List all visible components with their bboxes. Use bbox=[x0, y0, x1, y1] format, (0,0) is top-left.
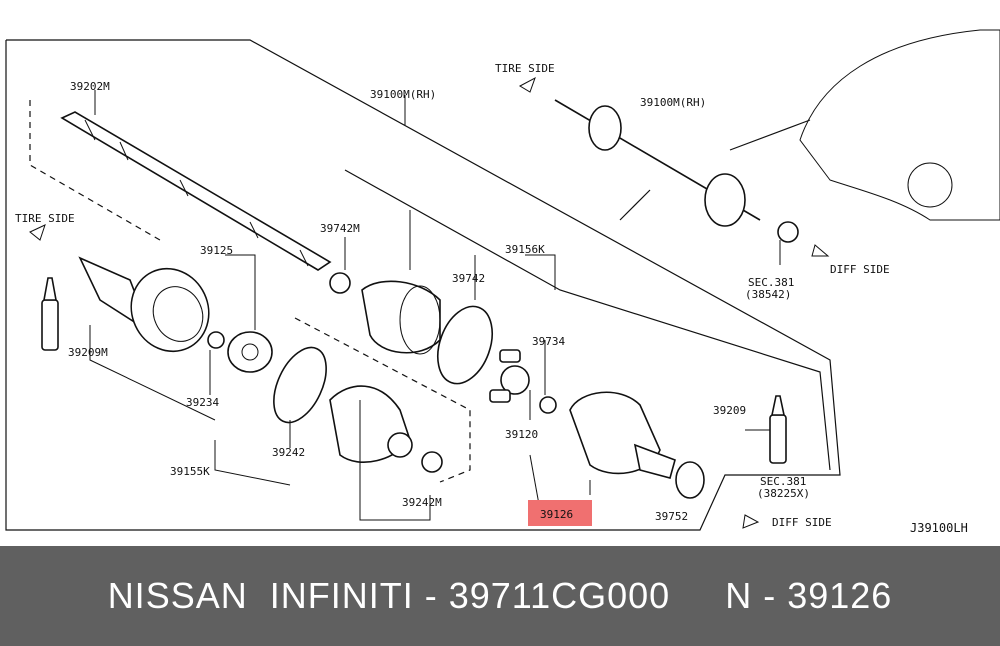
dashed-guide-left bbox=[29, 100, 161, 241]
footer-banner: NISSAN INFINITI - 39711CG000 N - 39126 bbox=[0, 546, 1000, 646]
tripod-39120 bbox=[489, 349, 530, 403]
label-39734: 39734 bbox=[532, 335, 565, 348]
seal-39752 bbox=[675, 461, 705, 499]
label-diff-side-top: DIFF SIDE bbox=[830, 263, 890, 276]
assembled-shaft-39100M bbox=[554, 99, 799, 243]
label-sec381-a: SEC.381 bbox=[748, 276, 794, 289]
label-39242: 39242 bbox=[272, 446, 305, 459]
grease-tube-39209 bbox=[769, 395, 787, 464]
label-39125: 39125 bbox=[200, 244, 233, 257]
label-39752: 39752 bbox=[655, 510, 688, 523]
label-39202M: 39202M bbox=[70, 80, 110, 93]
inner-boot-39742M bbox=[361, 280, 441, 355]
boot-39242M bbox=[329, 385, 413, 463]
band-39742M bbox=[329, 272, 351, 294]
label-39209M: 39209M bbox=[68, 346, 108, 359]
label-39742M: 39742M bbox=[320, 222, 360, 235]
label-sec381-a-ref: (38542) bbox=[745, 288, 791, 301]
grease-tube-39209M bbox=[41, 277, 59, 351]
label-diff-side-bottom: DIFF SIDE bbox=[772, 516, 832, 529]
label-39100M-main: 39100M(RH) bbox=[370, 88, 436, 101]
label-39209: 39209 bbox=[713, 404, 746, 417]
label-39742: 39742 bbox=[452, 272, 485, 285]
snap-ring-39234 bbox=[207, 331, 225, 349]
footer-part-number: NISSAN INFINITI - 39711CG000 N - 39126 bbox=[107, 575, 893, 616]
arrows bbox=[29, 76, 830, 529]
boot-band-39742 bbox=[437, 305, 493, 385]
outer-joint-39155K bbox=[78, 256, 210, 353]
label-39234: 39234 bbox=[186, 396, 219, 409]
exploded-parts-diagram: 39202M 39100M(RH) 39100M(RH) TIRE SIDE T… bbox=[5, 29, 1000, 535]
small-band-39242M bbox=[421, 451, 443, 473]
label-sec381-b-ref: (38225X) bbox=[757, 487, 810, 500]
ball-cage-39125 bbox=[227, 331, 273, 373]
label-tire-side-top: TIRE SIDE bbox=[495, 62, 555, 75]
snap-ring-39734 bbox=[539, 396, 557, 414]
boot-band-39242 bbox=[273, 346, 327, 424]
label-tire-side-left: TIRE SIDE bbox=[15, 212, 75, 225]
leader-lines bbox=[89, 90, 781, 521]
main-frame bbox=[5, 39, 841, 531]
housing-39126 bbox=[569, 391, 676, 479]
label-39155K: 39155K bbox=[170, 465, 210, 478]
label-sec381-b: SEC.381 bbox=[760, 475, 806, 488]
shaft-39202M bbox=[60, 111, 332, 271]
label-39100M-detail: 39100M(RH) bbox=[640, 96, 706, 109]
label-39126: 39126 bbox=[540, 508, 573, 521]
highlight-39126 bbox=[528, 500, 592, 526]
label-39242M: 39242M bbox=[402, 496, 442, 509]
vehicle-outline bbox=[799, 29, 1000, 221]
drawing-code: J39100LH bbox=[910, 521, 968, 535]
label-39120: 39120 bbox=[505, 428, 538, 441]
label-39156K: 39156K bbox=[505, 243, 545, 256]
